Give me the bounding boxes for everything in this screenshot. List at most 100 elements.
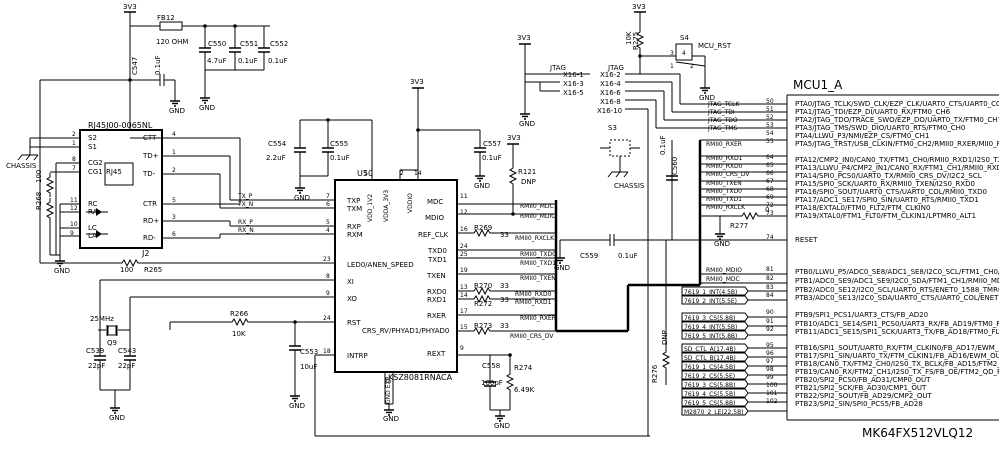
j2-pin-cg2: CG2 [88, 159, 103, 167]
u50-pin-num: 16 [460, 226, 468, 233]
j2-pin-num: 2 [72, 131, 76, 138]
gnd-label-5: GND [289, 402, 305, 410]
j2-pin-num: 12 [70, 205, 78, 212]
r275-ref: R275 [632, 32, 640, 50]
x16-2: X16-2 [600, 71, 621, 79]
mcu-pin-num: 100 [766, 382, 778, 389]
mcu-part: MK64FX512VLQ12 [862, 426, 973, 440]
net-rmii0-txen: RMII0_TXEN [520, 275, 556, 282]
c547-ref: C547 [131, 57, 139, 75]
u50-pin-num: 1 [364, 170, 368, 177]
u50-phy: U50 KSZ8081RNACA VDD_1V2 VDDA_3V3 VDDIO … [314, 169, 650, 437]
vcc-label-3: 3V3 [507, 134, 521, 142]
hier-label: SD_CTL_B(17.4B) [681, 352, 787, 362]
r121-pullup: 3V3 R121 DNP [506, 134, 536, 216]
mcu-pin-num: 66 [766, 170, 774, 177]
mcu-pin-name: PTB16/SPI1_SOUT/UART0_RX/FTM_CLKIN0/FB_A… [795, 344, 999, 352]
r269-value: 33 [500, 231, 509, 239]
mcu-net-label: RMII0_TXD1 [706, 196, 742, 203]
net-tx-n: TX_N [237, 201, 253, 208]
hier-label: 7619_4_CS(5.5B) [681, 388, 787, 398]
mcu-pin-num: 84 [766, 292, 774, 299]
net-tx-p: TX_P [237, 193, 253, 200]
c543-ref: C543 [118, 347, 136, 355]
j2-pin-s2: S2 [88, 134, 97, 142]
j2-pin-rd-minus: RD- [143, 234, 156, 242]
x16-4: X16-4 [600, 80, 621, 88]
c560-value: 0.1uF [659, 135, 667, 155]
vcc-label-2: 3V3 [410, 78, 424, 86]
tx-rx-net-labels: TX_P TX_N RX_P RX_N [237, 193, 254, 234]
net-rx-p: RX_P [238, 219, 253, 226]
gnd-label-8: GND [474, 182, 490, 190]
hier-label-text: 7619_4_CS(5.5B) [684, 391, 735, 398]
mcu-pin-name: RESET [795, 236, 818, 244]
mcu-pin-name: PTB23/SPI2_SIN/SPI0_PCS5/FB_AD28 [795, 400, 923, 408]
u50-pin-crs-rv: CRS_RV/PHYAD1/PHYAD0 [362, 327, 449, 335]
mcu-pin-name: PTB19/CAN0_RX/FTM2_CH1/I2S0_TX_FS/FB_OE/… [795, 368, 999, 376]
mcu-pin-num: 83 [766, 284, 774, 291]
hier-label: M2870_2_LE(22.5B) [681, 406, 787, 416]
r273-ref: R273 [474, 322, 492, 330]
mcu-pin-num: 72 [766, 202, 774, 209]
mcu-pin-num: 102 [766, 398, 778, 405]
c539-value: 22pF [88, 362, 105, 370]
u50-pin-num: 9 [460, 345, 464, 352]
rext-network: C558 100pF R274 6.49K GND [457, 213, 535, 430]
net-rmii0-txd1: RMII0_TXD1 [520, 260, 556, 267]
hier-label-text: 7619_3_CS(5.8B) [684, 382, 735, 389]
mcu-net-label: RMII0_RXD1 [706, 155, 743, 162]
j2-pin-num: 9 [70, 230, 74, 237]
rmii-signals: R269 33 R270 33 R272 33 R273 33 RMII0_MD… [457, 140, 702, 340]
jtag-label-left: JTAG [549, 64, 566, 72]
c551-ref: C551 [240, 40, 258, 48]
u50-ref: U50 [357, 169, 373, 178]
j2-pin-td-minus: TD- [142, 170, 156, 178]
mcu-pin-num: 68 [766, 186, 774, 193]
s4-pin-num: 3 [670, 50, 674, 57]
hier-label-text: M2870_2_LE(22.5B) [684, 409, 744, 416]
mcu-pin-name: PTA19/XTAL0/FTM1_FLT0/FTM_CLKIN1/LPTMR0_… [795, 212, 976, 220]
j2-pin-s1: S1 [88, 143, 97, 151]
r268-value: 100 [35, 170, 43, 183]
j2-pin-rd-plus: RD+ [143, 217, 159, 225]
net-rmii0-crs-dv: RMII0_CRS_DV [510, 333, 554, 340]
j2-right-pins: CTT TD+ TD- CTR RD+ RD- 4 1 2 5 3 6 [130, 131, 335, 242]
crystal-q9: 25MHz Q9 C539 22pF C543 22pF GND [86, 279, 335, 422]
j2-pin-num: 1 [72, 140, 76, 147]
r276-ref: R276 [651, 364, 659, 383]
mcu-pin-num: 54 [766, 130, 774, 137]
u50-pin-txd1: TXD1 [427, 256, 447, 264]
c558-value: 100pF [481, 379, 503, 387]
x16-1: X16-1 [563, 71, 584, 79]
s4-pin-num: 4 [682, 50, 686, 57]
c559-ref: C559 [580, 252, 598, 260]
u50-gnd-exp-label: GND EXP [385, 376, 392, 404]
mcu-pin-num: 91 [766, 318, 774, 325]
u50-pin-num: 7 [326, 193, 330, 200]
j2-pin-num: 11 [70, 197, 78, 204]
u50-pin-txen: TXEN [426, 272, 446, 280]
mcu-pin-name: PTB3/ADC0_SE13/I2C0_SDA/UART0_CTS/UART0_… [795, 294, 999, 302]
mcu-net-label: JTAG_TMS [707, 125, 737, 132]
mcu-pin-num: 69 [766, 194, 774, 201]
mcu-pin-name: PTB21/SPI2_SCK/FB_AD30/CMP1_OUT [795, 384, 927, 392]
hier-label: 7619_1_INT(4.5B) [681, 286, 787, 296]
mcu-pin-num: 50 [766, 98, 774, 105]
r272-value: 33 [500, 296, 509, 304]
mcu-net-label: RMII0_RXER [706, 141, 742, 148]
mcu-net-label: RMII0_TXEN [706, 180, 742, 187]
fb12-value: 120 OHM [156, 38, 188, 46]
u50-pin-rxd0: RXD0 [427, 288, 447, 296]
mcu-pin-num: 99 [766, 374, 774, 381]
mcu-pin-name: PTA14/SPI0_PCS0/UART0_TX/RMII0_CRS_DV/I2… [795, 172, 982, 180]
u50-pin-num: 2 [400, 170, 404, 177]
mcu-pin-num: 74 [766, 234, 774, 241]
mcu-pin-name: PTB1/ADC0_SE9/ADC1_SE9/I2C0_SDA/FTM1_CH1… [795, 277, 999, 285]
mcu-pin-name: PTB10/ADC1_SE14/SPI1_PCS0/UART3_RX/FB_AD… [795, 320, 999, 328]
j2-pin-num: 3 [172, 214, 176, 221]
u50-supply: 3V3 C554 2.2uF C555 0.1uF GND C557 0.1uF… [266, 78, 502, 202]
r272-ref: R272 [474, 300, 492, 308]
c550-ref: C550 [208, 40, 226, 48]
